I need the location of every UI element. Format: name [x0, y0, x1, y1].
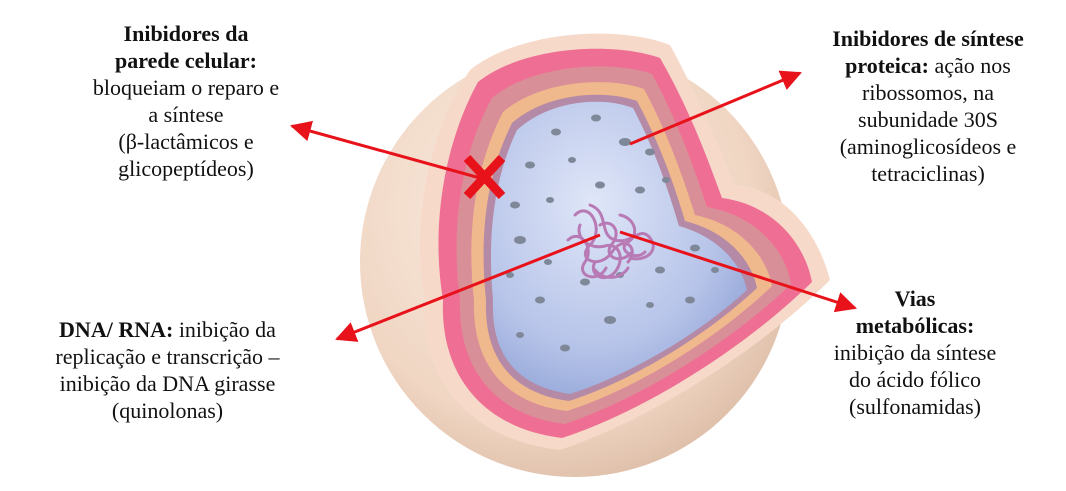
protein-text-line5: (aminoglicosídeos e	[758, 133, 1066, 160]
protein-title-line2: proteica:	[845, 53, 929, 78]
ribosome	[604, 316, 616, 324]
protein-text-line4: subunidade 30S	[758, 106, 1066, 133]
cell-wall-text-line4: a síntese	[0, 101, 372, 128]
ribosome	[514, 236, 526, 244]
protein-text-line6: tetraciclinas)	[758, 160, 1066, 187]
ribosome	[516, 332, 524, 338]
ribosome	[646, 302, 654, 308]
label-metabolic-pathways: Vias metabólicas: inibição da síntese do…	[770, 285, 1060, 420]
ribosome	[595, 182, 605, 189]
ribosome	[535, 297, 545, 304]
metab-text-line5: (sulfonamidas)	[770, 393, 1060, 420]
label-cell-wall-inhibitors: Inibidores da parede celular: bloqueiam …	[0, 20, 372, 182]
ribosome	[546, 197, 554, 203]
ribosome	[690, 245, 700, 252]
ribosome	[635, 187, 645, 194]
protein-title-line1: Inibidores de síntese	[832, 26, 1024, 51]
metab-title-line1: Vias	[895, 286, 936, 311]
dna-text-line3: inibição da DNA girasse	[0, 370, 335, 397]
ribosome	[662, 177, 670, 183]
label-dna-rna-inhibitors: DNA/ RNA: inibição da replicação e trans…	[0, 316, 335, 424]
dna-line1-rest: inibição da	[173, 317, 276, 342]
protein-line2-rest: ação nos	[929, 53, 1011, 78]
dna-title: DNA/ RNA:	[59, 317, 173, 342]
metab-text-line3: inibição da síntese	[770, 339, 1060, 366]
dna-text-line2: replicação e transcrição –	[0, 343, 335, 370]
ribosome	[645, 149, 655, 156]
dna-text-line4: (quinolonas)	[0, 397, 335, 424]
cell-wall-text-line6: glicopeptídeos)	[0, 155, 372, 182]
ribosome	[568, 157, 576, 163]
ribosome	[655, 267, 665, 274]
ribosome	[685, 297, 695, 304]
ribosome	[525, 162, 535, 169]
metab-title-line2: metabólicas:	[856, 313, 975, 338]
cell-wall-title-line2: parede celular:	[115, 48, 257, 73]
ribosome	[619, 138, 631, 146]
metab-text-line4: do ácido fólico	[770, 366, 1060, 393]
ribosome	[551, 129, 561, 136]
ribosome	[711, 267, 719, 273]
ribosome	[591, 115, 601, 122]
cell-wall-title-line1: Inibidores da	[124, 21, 249, 46]
ribosome	[510, 202, 520, 209]
label-protein-synthesis-inhibitors: Inibidores de síntese proteica: ação nos…	[758, 25, 1066, 187]
ribosome	[544, 259, 552, 265]
protein-text-line3: ribossomos, na	[758, 79, 1066, 106]
cell-wall-text-line5: (β-lactâmicos e	[0, 128, 372, 155]
cell-wall-text-line3: bloqueiam o reparo e	[0, 74, 372, 101]
ribosome	[560, 345, 570, 352]
ribosome	[580, 279, 590, 286]
